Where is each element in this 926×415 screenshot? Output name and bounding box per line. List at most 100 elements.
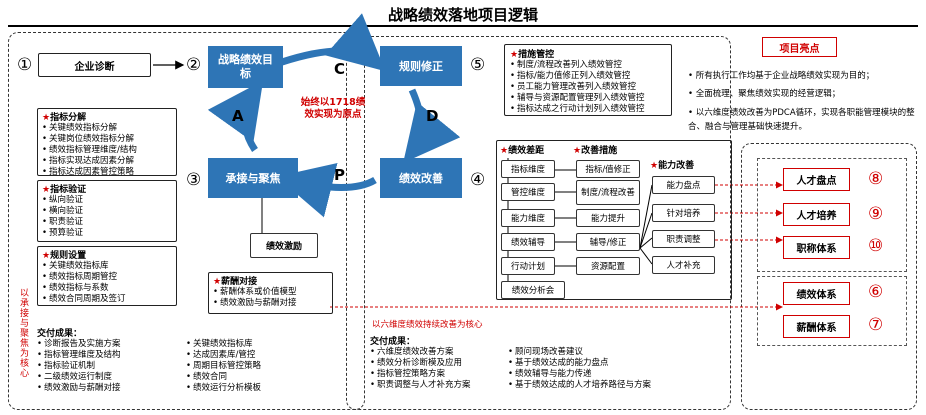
right-group-upper [757, 158, 907, 272]
indicator-decompose-section: ★指标分解 关键绩效指标分解 关键岗位绩效指标分解 绩效指标管理维度/结构 指标… [37, 108, 177, 178]
measures-item: 指标/能力值修正列入绩效管控 [510, 71, 666, 82]
rule-revision-box: 规则修正 [380, 46, 462, 86]
deliverable-item: 绩效激励与薪酬对接 [37, 383, 172, 394]
section-item: 纵向验证 [42, 195, 172, 206]
section-item: 关键岗位绩效指标分解 [42, 134, 172, 145]
highlight-item: 以六维度绩效改善为PDCA循环，实现各职能管理模块的整合、融合与管理基础快速提升… [688, 108, 915, 132]
item-10-number: ⑩ [868, 236, 884, 256]
incentive-box: 绩效激励 [250, 233, 318, 258]
measure-title: ★改善措施 [573, 146, 618, 156]
strategy-goal-box: 战略绩效目标 [208, 46, 283, 88]
right-panel [741, 143, 917, 410]
deliverable-item: 绩效合同 [186, 372, 326, 383]
deliverable-item: 诊断报告及实施方案 [37, 339, 172, 350]
section-title: 规则设置 [50, 251, 87, 261]
salary-section: ★薪酬对接 薪酬体系或价值模型 绩效激励与薪酬对接 [208, 272, 333, 314]
capability-item: 能力盘点 [652, 176, 715, 194]
deliverables-left: 交付成果： 诊断报告及实施方案 指标管理维度及结构 指标验证机制 二级绩效运行制… [37, 326, 337, 394]
cycle-center-text: 始终以1718绩效实现为原点 [300, 97, 366, 120]
right-group-lower [757, 276, 907, 346]
left-panel [8, 32, 365, 410]
deliverable-item: 绩效分析诊断模及应用 [370, 358, 498, 369]
section-item: 薪酬体系或价值模型 [213, 287, 328, 298]
section-item: 绩效指标管理维度/结构 [42, 145, 172, 156]
six-dimension-text: 以六维度绩效持续改善为核心 [372, 320, 483, 330]
cycle-label-d: D [426, 107, 439, 125]
measures-item: 制度/流程改善列入绩效管控 [510, 60, 666, 71]
section-title: 指标分解 [50, 113, 87, 123]
deliverables-right: 交付成果： 六维度绩效改善方案 绩效分析诊断模及应用 指标管控策略方案 职责调整… [370, 334, 730, 391]
highlights-list: • 所有执行工作均基于企业战略绩效实现为目的； • 全面梳理、聚焦绩效实现的经营… [688, 71, 915, 132]
item-6-number: ⑥ [868, 282, 884, 302]
measure-item: 指标/值修正 [576, 160, 640, 178]
section-item: 指标实现达成因素分解 [42, 156, 172, 167]
deliverable-item: 顾问现场改善建议 [508, 347, 723, 358]
gap-item: 能力维度 [501, 209, 555, 227]
section-item: 职责验证 [42, 217, 172, 228]
rule-setting-section: ★规则设置 关键绩效指标库 绩效指标周期管控 绩效指标与系数 绩效合同周期及签订 [37, 246, 177, 306]
capability-item: 职责调整 [652, 230, 715, 248]
measures-item: 指标达成之行动计划列入绩效管控 [510, 104, 666, 115]
cycle-label-c: C [334, 60, 346, 78]
step-2-number: ② [186, 55, 202, 75]
title-divider [8, 25, 918, 27]
section-item: 横向验证 [42, 206, 172, 217]
deliverable-item: 指标管控策略方案 [370, 369, 498, 380]
highlight-item: 所有执行工作均基于企业战略绩效实现为目的； [695, 71, 875, 81]
left-vertical-text: 以承接与聚焦为核心 [18, 288, 28, 378]
section-item: 关键绩效指标库 [42, 261, 172, 272]
talent-training-box: 人才培养 [783, 203, 850, 226]
deliverable-item: 基于绩效达成的能力盘点 [508, 358, 723, 369]
section-title: 薪酬对接 [221, 277, 258, 287]
measure-item: 能力提升 [576, 209, 640, 227]
step-1-number: ① [17, 55, 33, 75]
capability-title: ★能力改善 [650, 161, 695, 171]
highlight-item: 全面梳理、聚焦绩效实现的经营逻辑； [695, 89, 841, 99]
gap-item: 指标维度 [501, 160, 555, 178]
item-8-number: ⑧ [868, 169, 884, 189]
item-7-number: ⑦ [868, 315, 884, 335]
measure-item: 资源配置 [576, 257, 640, 275]
deliverable-item: 二级绩效运行制度 [37, 372, 172, 383]
measures-panel: ★措施管控 制度/流程改善列入绩效管控 指标/能力值修正列入绩效管控 员工能力管… [504, 44, 672, 116]
cycle-label-a: A [232, 107, 244, 125]
step-4-number: ④ [470, 170, 486, 190]
gap-item: 管控维度 [501, 183, 555, 201]
deliverable-item: 绩效辅导与能力传递 [508, 369, 723, 380]
measures-title: 措施管控 [518, 50, 555, 60]
center-panel [346, 36, 731, 410]
section-item: 指标达成因素管控策略 [42, 167, 172, 178]
section-item: 关键绩效指标分解 [42, 123, 172, 134]
performance-system-box: 绩效体系 [783, 282, 850, 305]
deliverables-title: 交付成果： [370, 337, 416, 347]
page-title: 战略绩效落地项目逻辑 [387, 6, 538, 24]
deliverable-item: 六维度绩效改善方案 [370, 347, 498, 358]
measure-item: 制度/流程改善 [576, 180, 640, 205]
section-item: 绩效激励与薪酬对接 [213, 298, 328, 309]
capability-item: 针对培养 [652, 204, 715, 222]
highlights-title: 项目亮点 [762, 37, 837, 57]
deliverable-item: 关键绩效指标库 [186, 339, 326, 350]
salary-system-box: 薪酬体系 [783, 315, 850, 338]
capability-item: 人才补充 [652, 256, 715, 274]
section-item: 预算验证 [42, 228, 172, 239]
section-item: 绩效指标周期管控 [42, 272, 172, 283]
section-title: 指标验证 [50, 185, 87, 195]
step-3-number: ③ [186, 170, 202, 190]
deliverable-item: 周期目标管控策略 [186, 361, 326, 372]
section-item: 绩效合同周期及签订 [42, 294, 172, 305]
deliverable-item: 达成因素库/管控 [186, 350, 326, 361]
improve-detail-panel [496, 140, 732, 300]
cycle-label-p: P [334, 166, 345, 184]
performance-improve-box: 绩效改善 [380, 158, 462, 198]
deliverable-item: 指标管理维度及结构 [37, 350, 172, 361]
deliverables-title: 交付成果： [37, 329, 83, 339]
execute-focus-box: 承接与聚焦 [208, 158, 298, 198]
indicator-verify-section: ★指标验证 纵向验证 横向验证 职责验证 预算验证 [37, 180, 177, 242]
measures-item: 辅导与资源配置管理列入绩效管控 [510, 93, 666, 104]
gap-item: 绩效辅导 [501, 233, 555, 251]
deliverable-item: 基于绩效达成的人才培养路径与方案 [508, 380, 723, 391]
step-5-number: ⑤ [470, 55, 486, 75]
measures-item: 员工能力管理改善列入绩效管控 [510, 82, 666, 93]
gap-item: 行动计划 [501, 257, 555, 275]
